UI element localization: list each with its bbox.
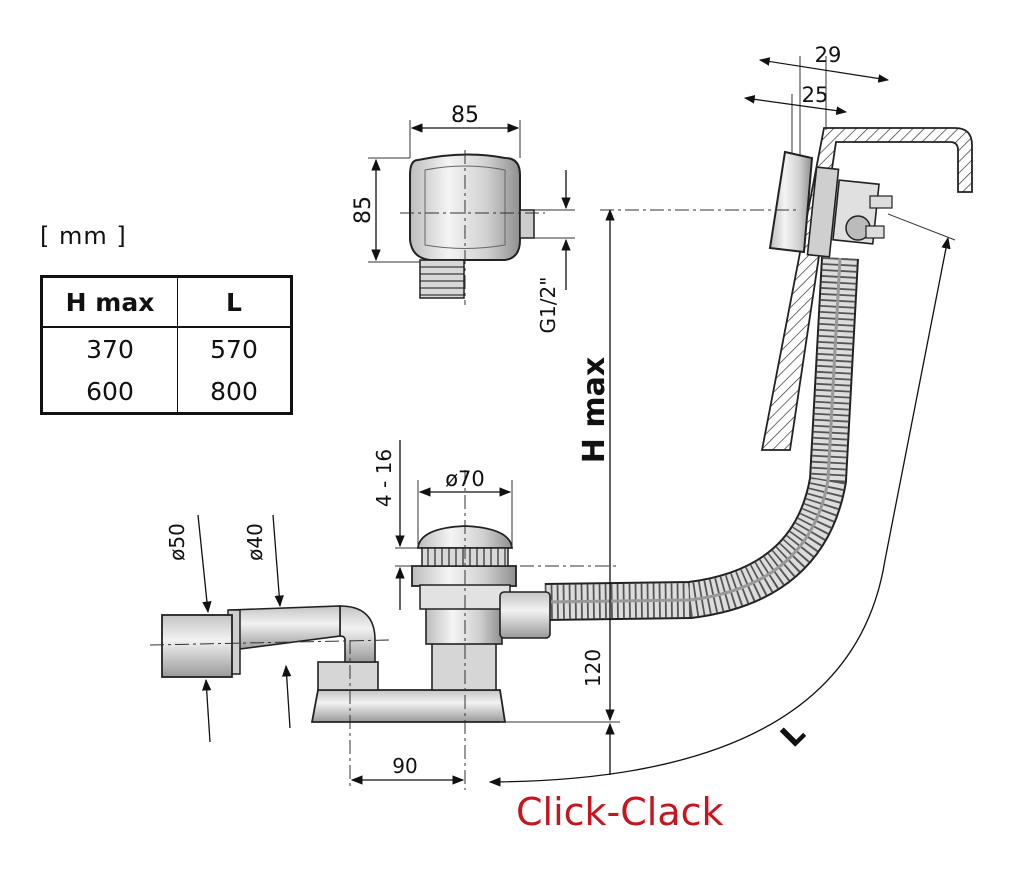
units-label: [ mm ] <box>40 222 127 250</box>
dim-valve-height: 85 <box>351 196 376 224</box>
dim-25: 25 <box>802 83 829 107</box>
dim-120: 120 <box>581 649 605 687</box>
dim-90: 90 <box>392 754 417 778</box>
dim-29: 29 <box>815 43 842 67</box>
dim-range-4-16: 4 - 16 <box>372 449 396 507</box>
dim-valve-width: 85 <box>451 103 479 128</box>
dim-h-max: H max <box>577 357 612 463</box>
overflow-valve-view: 85 85 G1/2" <box>351 103 575 333</box>
table-row: 370 570 <box>41 327 292 370</box>
dim-diameter-50: ø50 <box>165 523 189 561</box>
size-table: H max L 370 570 600 800 <box>40 275 293 415</box>
drain-assembly <box>149 470 551 790</box>
cell-hmax-1: 370 <box>41 327 178 370</box>
drain-dimensions: ø70 4 - 16 ø50 ø40 120 H max 90 L <box>165 208 956 787</box>
dim-diameter-40: ø40 <box>243 523 267 561</box>
header-l: L <box>177 276 292 328</box>
product-caption: Click-Clack <box>516 790 724 834</box>
header-h-max: H max <box>41 276 178 328</box>
cell-l-2: 800 <box>210 376 258 406</box>
table-header-row: H max L <box>41 276 292 328</box>
dim-length-l: L <box>774 716 812 754</box>
cell-l-1: 570 <box>210 334 258 364</box>
dim-diameter-70: ø70 <box>445 467 485 491</box>
table-row: 600 800 <box>41 370 292 414</box>
dim-thread: G1/2" <box>536 277 560 334</box>
cell-hmax-2: 600 <box>41 370 178 414</box>
